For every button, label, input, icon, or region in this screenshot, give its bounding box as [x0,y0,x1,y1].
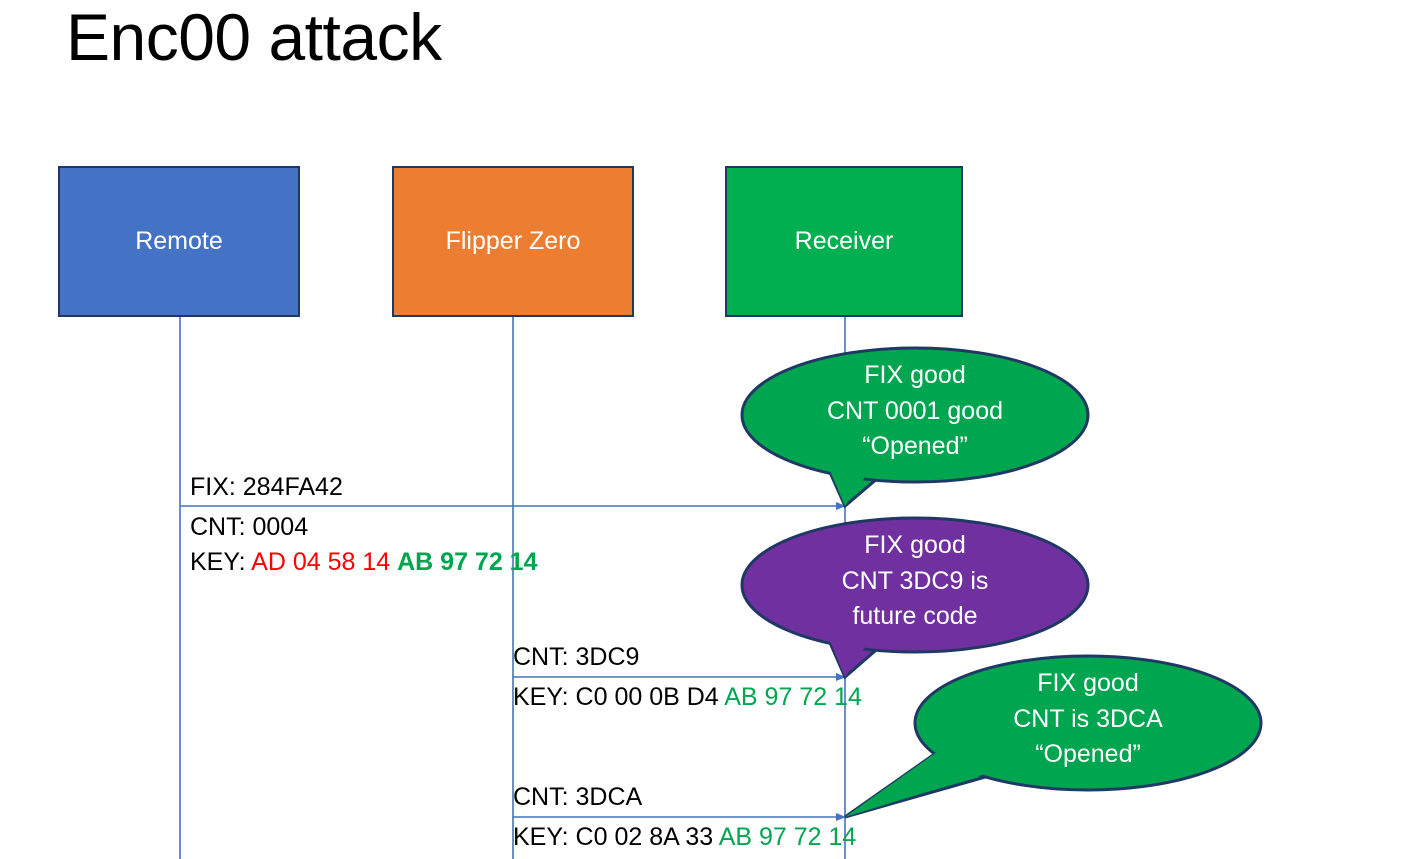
actor-box-receiver[interactable]: Receiver [725,166,963,317]
message-label-fix: FIX: 284FA42 [190,473,343,502]
callout-bubble-2 [740,516,1090,680]
callout-bubble-1 [740,346,1090,509]
actor-label-receiver: Receiver [794,227,894,255]
message-cnt-text: CNT: 0004 [190,513,309,541]
message-cnt3-text: CNT: 3DCA [513,783,643,811]
message-fix-text: FIX: 284FA42 [190,473,343,501]
callout-ellipse-1 [740,346,1090,484]
key-prefix: KEY: [190,548,252,576]
callout-tail-3-fill [845,718,1005,817]
key3-prefix: KEY: C0 02 8A 33 [513,823,719,851]
callout-tail-1-fill [822,452,880,506]
key3-bytes-green: AB 97 72 14 [718,823,857,851]
callout-ellipse-2 [740,516,1090,654]
page-title: Enc00 attack [66,0,442,74]
message-label-cnt-3dca: CNT: 3DCA [513,783,642,812]
message-cnt2-text: CNT: 3DC9 [513,643,640,671]
message-label-key-3: KEY: C0 02 8A 33 AB 97 72 14 [513,823,856,852]
actor-box-remote[interactable]: Remote [58,166,300,317]
key2-prefix: KEY: C0 00 0B D4 [513,683,725,711]
callout-bubble-3 [844,654,1263,819]
message-label-key-2: KEY: C0 00 0B D4 AB 97 72 14 [513,683,862,712]
callout-tail-2-fill [822,622,880,677]
key-bytes-green: AB 97 72 14 [397,548,538,576]
key-bytes-red: AD 04 58 14 [251,548,391,576]
message-label-key-1: KEY: AD 04 58 14 AB 97 72 14 [190,548,538,577]
callout-ellipse-3 [913,654,1263,792]
actor-box-flipper[interactable]: Flipper Zero [392,166,634,317]
message-label-cnt-3dc9: CNT: 3DC9 [513,643,639,672]
key2-bytes-green: AB 97 72 14 [724,683,862,711]
actor-label-flipper: Flipper Zero [445,227,581,255]
message-label-cnt-0004: CNT: 0004 [190,513,308,542]
actor-label-remote: Remote [135,227,223,255]
